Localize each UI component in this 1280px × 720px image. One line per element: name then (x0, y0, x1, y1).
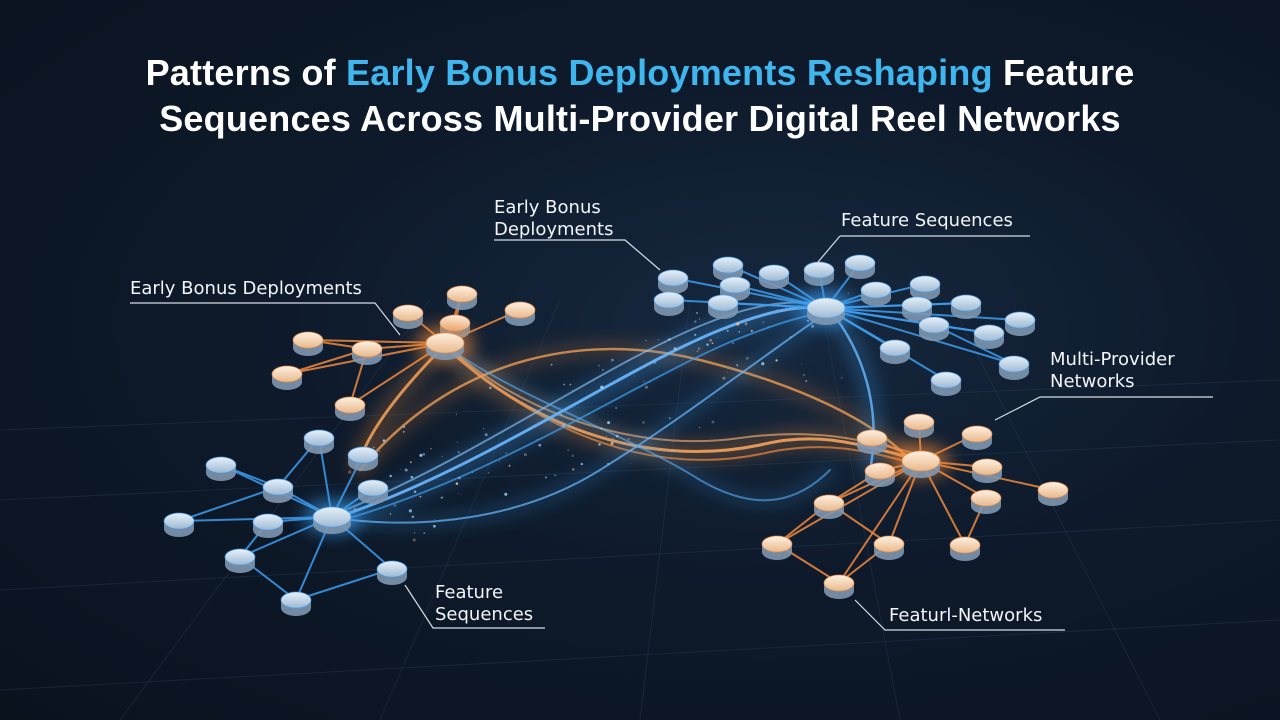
network-node (950, 294, 982, 319)
network-node (864, 462, 896, 487)
network-node (758, 264, 790, 289)
network-node (998, 355, 1030, 380)
hub-node (302, 499, 362, 535)
callout-right: Multi-Provider Networks (1050, 349, 1175, 392)
network-node (653, 291, 685, 316)
network-nodes (163, 254, 1069, 616)
network-node (252, 513, 284, 538)
hub-node (796, 290, 856, 326)
title-highlight: Early Bonus Deployments Reshaping (346, 52, 993, 93)
network-node (347, 446, 379, 471)
network-node (303, 429, 335, 454)
particles (348, 270, 849, 542)
network-node (879, 339, 911, 364)
network-node (271, 365, 303, 390)
grid-floor (0, 299, 1280, 720)
network-node (334, 396, 366, 421)
network-node (205, 456, 237, 481)
callout-bottom-left: Feature Sequences (435, 582, 534, 625)
network-node (909, 275, 941, 300)
callout-leaders (130, 235, 1213, 631)
network-node (392, 304, 424, 329)
edge (776, 460, 922, 545)
network-node (292, 331, 324, 356)
network-node (1037, 481, 1069, 506)
page-title: Patterns of Early Bonus Deployments Resh… (0, 50, 1280, 142)
network-node (901, 296, 933, 321)
hub-node (891, 443, 951, 479)
network-node (707, 294, 739, 319)
network-node (918, 316, 950, 341)
network-node (224, 548, 256, 573)
edge (295, 568, 393, 601)
hub-node (415, 325, 475, 361)
network-node (504, 301, 536, 326)
edge (838, 460, 922, 584)
network-node (163, 512, 195, 537)
network-node (351, 340, 383, 365)
network-node (949, 536, 981, 561)
network-node (657, 269, 689, 294)
network-node (961, 425, 993, 450)
edge (825, 307, 1015, 365)
callout-bottom-right: Featurl-Networks (889, 605, 1043, 626)
network-node (357, 479, 389, 504)
title-line-2: Sequences Across Multi-Provider Digital … (159, 98, 1121, 139)
edge (178, 486, 279, 522)
network-node (1004, 311, 1036, 336)
network-node (873, 535, 905, 560)
network-node (262, 478, 294, 503)
network-node (970, 489, 1002, 514)
network-node (973, 324, 1005, 349)
network-node (844, 254, 876, 279)
network-node (376, 560, 408, 585)
network-node (856, 429, 888, 454)
callout-top-right: Feature Sequences (841, 210, 1013, 231)
network-node (860, 281, 892, 306)
network-node (971, 458, 1003, 483)
callout-top-center: Early Bonus Deployments (494, 197, 614, 240)
title-line-1: Patterns of Early Bonus Deployments Resh… (145, 52, 1135, 93)
network-node (446, 285, 478, 310)
network-node (823, 574, 855, 599)
network-node (813, 494, 845, 519)
blue-flow-bundle (322, 294, 883, 531)
network-node (930, 371, 962, 396)
network-node (803, 261, 835, 286)
network-node (761, 535, 793, 560)
callout-left: Early Bonus Deployments (130, 278, 362, 299)
network-node (280, 591, 312, 616)
network-node (903, 413, 935, 438)
